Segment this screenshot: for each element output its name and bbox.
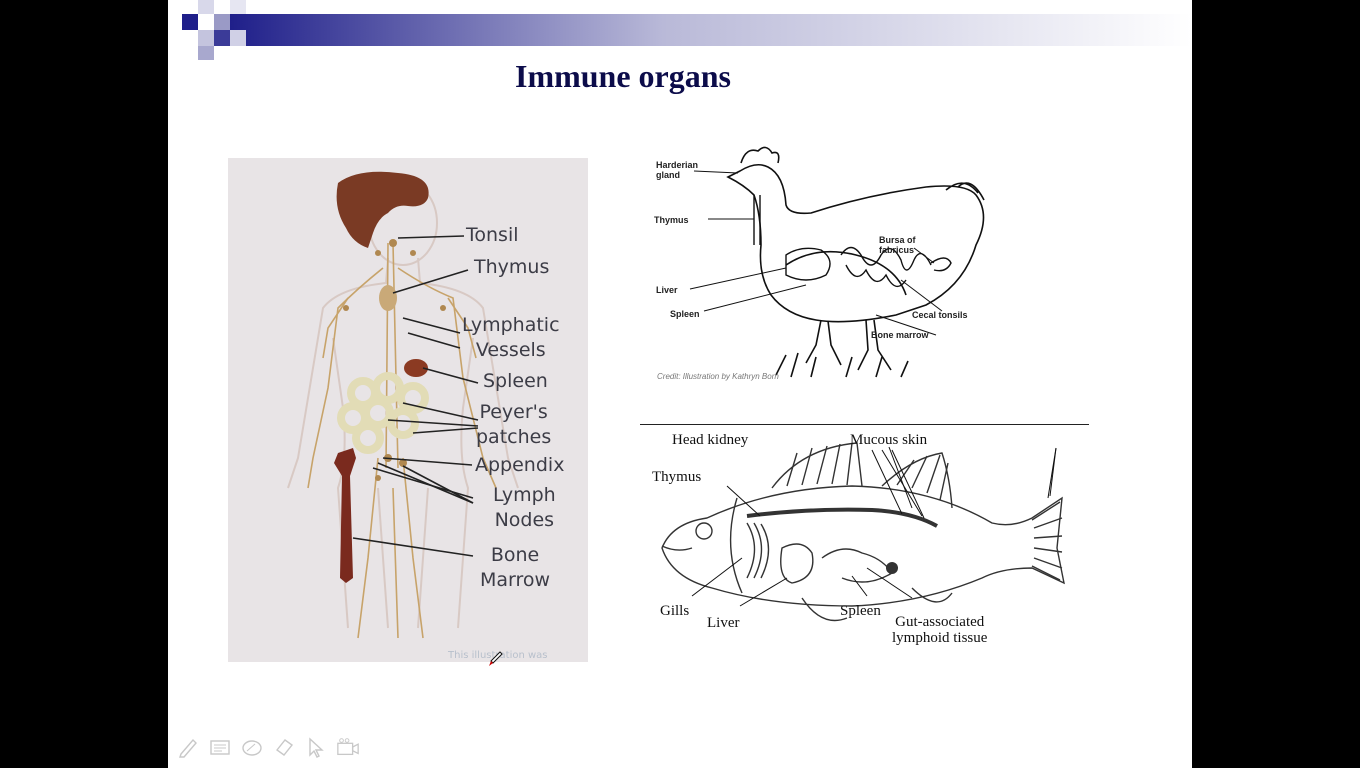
fish-illustration — [661, 442, 1065, 622]
label-thymus: Thymus — [474, 256, 550, 278]
pen-cursor-icon — [489, 651, 503, 666]
eraser-button[interactable] — [272, 735, 296, 759]
camera-icon — [337, 738, 359, 756]
fish-label-gills: Gills — [660, 603, 690, 619]
fish-immune-figure: Head kidney Mucous skin Thymus Gills Liv… — [652, 428, 1072, 653]
fish-label-head-kidney: Head kidney — [672, 432, 749, 448]
chicken-label-bursa: Bursa of fabricus — [879, 235, 916, 255]
chicken-illustration — [689, 146, 985, 378]
fish-label-gut-associated-lymphoid-tissue: Gut-associated lymphoid tissue — [892, 614, 988, 646]
slides-button[interactable] — [208, 735, 232, 759]
human-body-illustration: This illustration was — [287, 171, 548, 661]
shape-icon — [242, 740, 262, 756]
fish-label-liver: Liver — [707, 615, 740, 631]
presentation-toolbar — [176, 734, 360, 760]
human-lymphatic-figure: This illustration was Tonsil Thymus Lymp… — [228, 158, 588, 662]
slides-icon — [210, 740, 230, 755]
label-bone-marrow: Bone Marrow — [480, 544, 551, 591]
slide-title: Immune organs — [514, 58, 731, 94]
label-peyers-patches: Peyer's patches — [476, 401, 552, 448]
chicken-label-harderian-gland: Harderian gland — [656, 160, 699, 180]
fish-label-thymus: Thymus — [652, 469, 702, 485]
pointer-button[interactable] — [304, 735, 328, 759]
chicken-label-cecal-tonsils: Cecal tonsils — [912, 310, 968, 320]
fish-label-mucous-skin: Mucous skin — [850, 432, 928, 448]
chicken-label-thymus: Thymus — [654, 215, 689, 225]
fish-label-spleen: Spleen — [840, 603, 881, 619]
label-lymphatic-vessels: Lymphatic Vessels — [462, 314, 560, 361]
pointer-icon — [309, 737, 324, 758]
chicken-immune-figure: Harderian gland Thymus Bursa of fabricus… — [646, 135, 1026, 390]
camera-button[interactable] — [336, 735, 360, 759]
pen-icon — [179, 738, 197, 758]
shape-tool-button[interactable] — [240, 735, 264, 759]
figure-divider — [640, 424, 1089, 425]
label-lymph-nodes: Lymph Nodes — [493, 484, 556, 531]
label-spleen: Spleen — [483, 370, 548, 392]
pen-tool-button[interactable] — [176, 735, 200, 759]
slide-header-decoration — [182, 0, 1192, 60]
eraser-icon — [275, 739, 294, 756]
chicken-label-bone-marrow: Bone marrow — [871, 330, 929, 340]
label-tonsil: Tonsil — [466, 224, 519, 246]
slide: Immune organs — [168, 0, 1192, 768]
chicken-label-spleen: Spleen — [670, 309, 700, 319]
label-appendix: Appendix — [475, 454, 565, 476]
chicken-credit: Credit: Illustration by Kathryn Born — [657, 372, 779, 381]
chicken-label-liver: Liver — [656, 285, 678, 295]
